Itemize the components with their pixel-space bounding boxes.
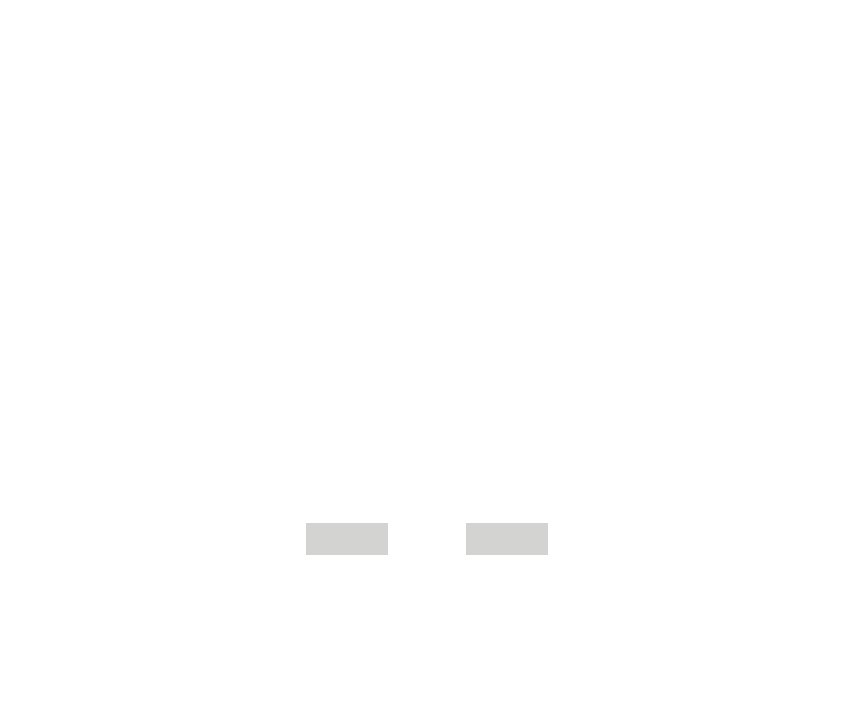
right-button[interactable] xyxy=(466,523,548,555)
left-button[interactable] xyxy=(306,523,388,555)
